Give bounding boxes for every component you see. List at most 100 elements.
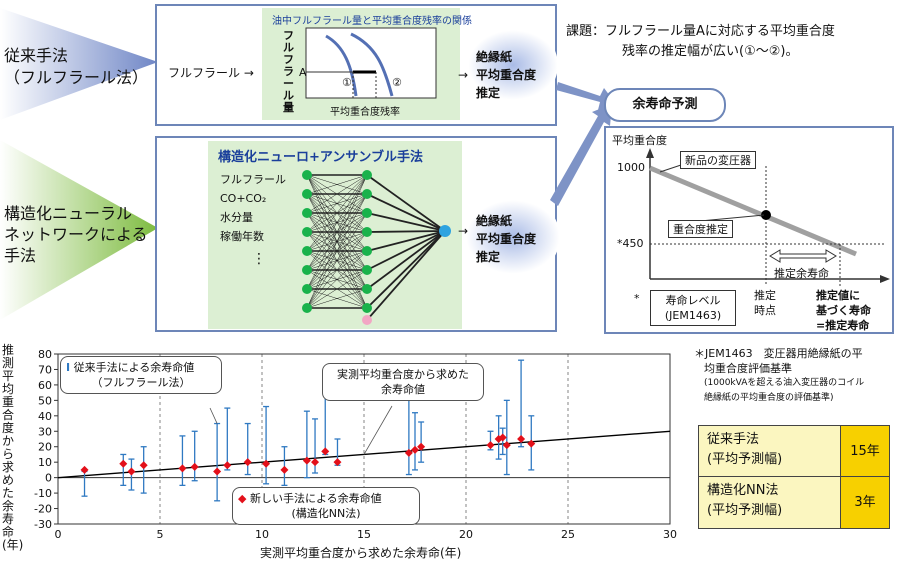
nn-edge <box>306 174 368 252</box>
nn-input-node <box>302 189 312 199</box>
nn-input-4: 稼働年数 <box>220 230 264 243</box>
footnote-4: 絶縁紙の平均重合度の評価基準) <box>704 393 834 403</box>
life-based-3: =推定寿命 <box>816 319 870 332</box>
life-est-label: 重合度推定 <box>668 220 733 238</box>
conv-graph-title: 油中フルフラール量と平均重合度残率の関係 <box>272 16 472 27</box>
nn-label-2: ネットワークによる <box>4 225 148 244</box>
conv-input-arrow: → <box>243 66 254 80</box>
nn-point <box>517 435 526 443</box>
conv-curve-1 <box>325 34 358 97</box>
annotation-conventional-2: （フルフラール法） <box>91 376 191 389</box>
conventional-row-label: 従来手法 （フルフラール法） <box>4 45 148 89</box>
nn-point <box>502 441 511 450</box>
nn-output-1: 絶縁紙 <box>476 214 513 228</box>
life-level-2: (JEM1463) <box>664 309 722 322</box>
annotation-leader <box>363 405 393 455</box>
nn-title: 構造化ニューロ+アンサンブル手法 <box>218 150 423 165</box>
nn-hidden-node <box>362 189 372 199</box>
nn-input-node <box>302 170 312 180</box>
life-based: 推定値に 基づく寿命 =推定寿命 <box>816 288 871 333</box>
conventional-label-2: （フルフラール法） <box>4 68 149 87</box>
nn-input-node <box>302 227 312 237</box>
nn-edge <box>306 174 368 214</box>
y-tick-label: -30 <box>34 518 52 531</box>
table-row2-label-1: 構造化NN法 <box>707 483 779 498</box>
life-new-label: 新品の変圧器 <box>680 151 756 169</box>
table-row2-label: 構造化NN法 (平均予測幅) <box>699 477 841 528</box>
footnote-3: (1000kVAを超える油入変圧器のコイル <box>704 378 865 388</box>
life-est-time-1: 推定 <box>754 289 776 302</box>
table-row1-label-1: 従来手法 <box>707 432 760 447</box>
annotation-measured-1: 実測平均重合度から求めた <box>337 368 469 381</box>
nn-point <box>178 464 187 473</box>
nn-edge <box>306 193 368 309</box>
x-tick-label: 25 <box>561 528 575 541</box>
nn-point <box>311 458 320 467</box>
annotation-conventional: I 従来手法による余寿命値 （フルフラール法） <box>60 356 222 394</box>
estimate-point <box>761 210 771 220</box>
conv-output: 絶縁紙 平均重合度 推定 <box>476 48 536 102</box>
y-tick-label: -20 <box>34 503 52 516</box>
nn-to-life-arrow <box>550 104 612 206</box>
nn-point <box>417 442 426 451</box>
nn-arrow <box>0 140 158 320</box>
nn-row-label: 構造化ニューラル ネットワークによる 手法 <box>4 203 148 266</box>
nn-point <box>119 459 128 468</box>
nn-point <box>139 461 148 470</box>
nn-hidden-node <box>362 303 372 313</box>
comparison-table: 従来手法 (平均予測幅) 15年 構造化NN法 (平均予測幅) 3年 <box>698 425 890 529</box>
annotation-leader <box>209 407 218 424</box>
conv-curve-2 <box>350 32 394 97</box>
nn-point <box>280 465 289 474</box>
y-tick-label: 40 <box>38 410 52 423</box>
nn-hidden-node <box>362 208 372 218</box>
life-level: 寿命レベル (JEM1463) <box>650 290 736 326</box>
nn-hidden-node <box>362 284 372 294</box>
conv-output-1: 絶縁紙 <box>476 50 513 64</box>
x-tick-label: 10 <box>255 528 269 541</box>
nn-out-edge <box>366 230 446 290</box>
nn-dots: ⋮ <box>252 251 266 267</box>
nn-edge <box>306 212 368 309</box>
conv-mini-graph <box>305 27 437 99</box>
annotation-new-1: ◆ 新しい手法による余寿命値 <box>238 492 382 505</box>
issue-text: 課題：フルフラール量Aに対応する平均重合度 残率の推定幅が広い(①〜②)。 <box>566 22 835 62</box>
life-ylabel: 平均重合度 <box>612 134 667 147</box>
nn-edge <box>306 174 368 309</box>
conv-graph-a: A <box>299 66 307 79</box>
nn-output-glow <box>466 200 560 274</box>
nn-ensemble-node <box>362 315 372 325</box>
nn-point <box>262 459 271 468</box>
conv-input-text: フルフラール <box>168 66 241 80</box>
life-based-1: 推定値に <box>816 289 860 302</box>
nn-point <box>333 458 342 467</box>
nn-input-node <box>302 284 312 294</box>
life-est-time: 推定 時点 <box>754 288 776 318</box>
nn-output-2: 平均重合度 <box>476 232 537 246</box>
nn-out-edge <box>366 230 446 252</box>
nn-edge <box>306 174 368 233</box>
annotation-new: ◆ 新しい手法による余寿命値 (構造化NN法) <box>232 487 420 525</box>
life-y1000: 1000 <box>617 161 645 174</box>
life-title: 余寿命予測 <box>604 88 726 122</box>
conv-output-3: 推定 <box>476 86 501 100</box>
conv-graph-ylabel: フルフラール量 <box>283 29 294 114</box>
nn-input-1: フルフラール <box>220 173 286 186</box>
nn-network <box>302 170 451 325</box>
life-based-2: 基づく寿命 <box>816 304 871 317</box>
life-level-1: 寿命レベル <box>665 294 721 307</box>
nn-input-node <box>302 246 312 256</box>
y-tick-label: 10 <box>38 456 52 469</box>
conventional-label-1: 従来手法 <box>4 46 69 65</box>
nn-edge <box>306 231 368 309</box>
chart-ylabel: 推測平均重合度から求めた余寿命(年) <box>2 343 24 552</box>
nn-output-arrow: → <box>458 224 469 238</box>
nn-out-edge <box>366 212 446 232</box>
life-est-time-2: 時点 <box>754 304 776 317</box>
nn-output-node <box>439 225 451 237</box>
x-tick-label: 20 <box>459 528 473 541</box>
nn-point <box>190 462 199 471</box>
x-tick-label: 5 <box>157 528 164 541</box>
nn-point <box>80 465 89 474</box>
nn-label-1: 構造化ニューラル <box>4 204 133 223</box>
